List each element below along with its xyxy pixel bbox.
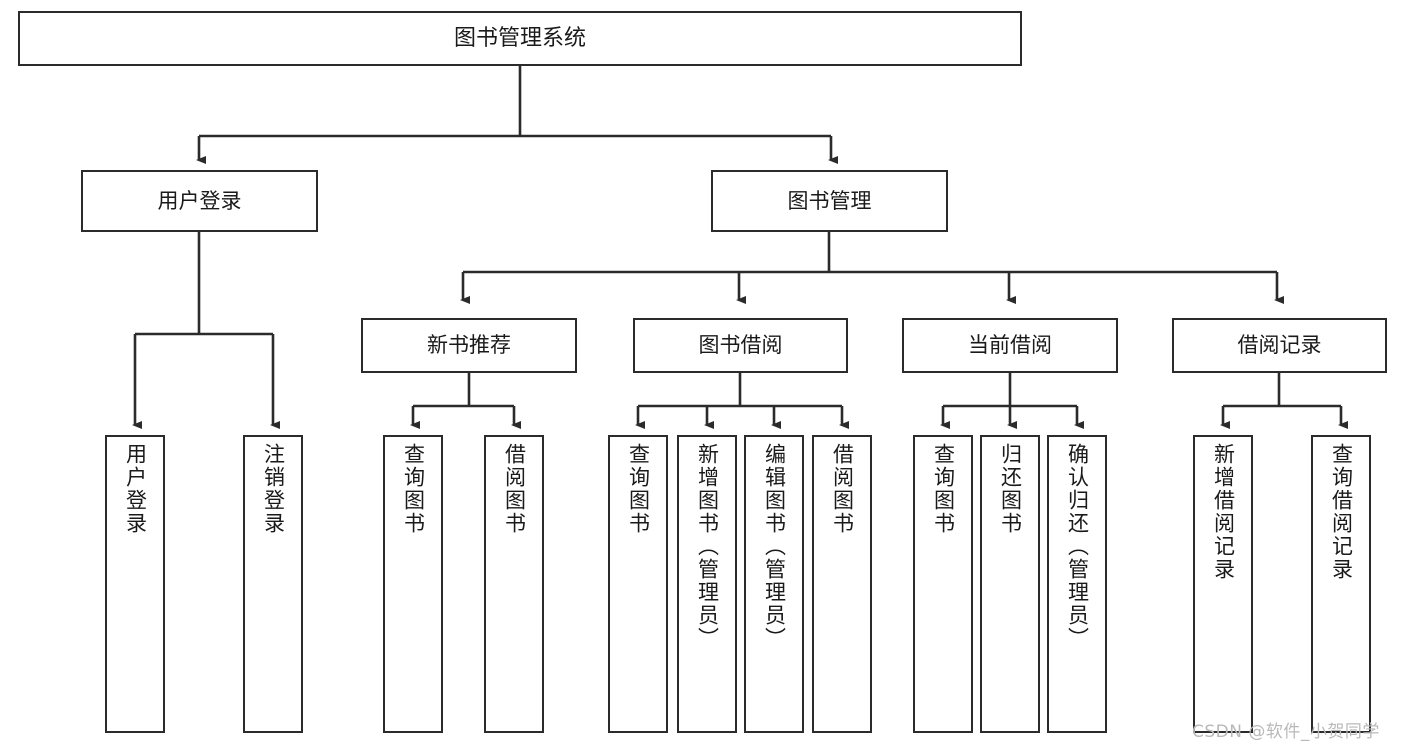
leaf-new-book-borrow[interactable]: 借阅图书: [484, 435, 544, 733]
node-current-borrow[interactable]: 当前借阅: [902, 318, 1118, 373]
node-book-borrow[interactable]: 图书借阅: [633, 318, 848, 373]
node-book-management[interactable]: 图书管理: [711, 170, 948, 232]
node-label: 查询图书: [931, 443, 956, 535]
node-label: 用户登录: [123, 443, 148, 535]
node-label: 归还图书: [998, 443, 1023, 535]
leaf-current-borrow-confirm-return[interactable]: 确认归还（管理员）: [1047, 435, 1107, 733]
node-label: 当前借阅: [968, 333, 1052, 358]
leaf-book-borrow-query[interactable]: 查询图书: [608, 435, 668, 733]
node-label: 图书管理系统: [453, 25, 586, 51]
leaf-borrow-record-add[interactable]: 新增借阅记录: [1193, 435, 1253, 733]
node-user-login[interactable]: 用户登录: [81, 170, 318, 232]
node-label: 注销登录: [261, 443, 286, 535]
node-borrow-record[interactable]: 借阅记录: [1172, 318, 1387, 373]
leaf-book-borrow-edit[interactable]: 编辑图书（管理员）: [744, 435, 804, 733]
node-label: 图书管理: [787, 188, 872, 213]
leaf-user-login-login[interactable]: 用户登录: [105, 435, 165, 733]
node-label: 编辑图书（管理员）: [762, 443, 787, 650]
node-label: 新增图书（管理员）: [695, 443, 720, 650]
leaf-current-borrow-return[interactable]: 归还图书: [980, 435, 1040, 733]
leaf-new-book-query[interactable]: 查询图书: [383, 435, 443, 733]
node-new-book-recommend[interactable]: 新书推荐: [361, 318, 577, 373]
leaf-book-borrow-add[interactable]: 新增图书（管理员）: [677, 435, 737, 733]
node-label: 借阅图书: [830, 443, 855, 535]
leaf-current-borrow-query[interactable]: 查询图书: [913, 435, 973, 733]
leaf-book-borrow-borrow[interactable]: 借阅图书: [812, 435, 872, 733]
leaf-user-login-logout[interactable]: 注销登录: [243, 435, 303, 733]
node-label: 图书借阅: [698, 333, 783, 358]
node-label: 查询图书: [626, 443, 651, 535]
csdn-watermark: CSDN @软件_小贺同学: [1192, 722, 1380, 742]
node-root-system[interactable]: 图书管理系统: [18, 11, 1022, 66]
node-label: 确认归还（管理员）: [1065, 443, 1090, 650]
node-label: 新增借阅记录: [1211, 443, 1236, 581]
node-label: 用户登录: [157, 188, 242, 213]
node-label: 新书推荐: [427, 333, 511, 358]
node-label: 查询借阅记录: [1329, 443, 1354, 581]
node-label: 查询图书: [401, 443, 426, 535]
node-label: 借阅记录: [1237, 333, 1322, 358]
node-label: 借阅图书: [502, 443, 527, 535]
leaf-borrow-record-query[interactable]: 查询借阅记录: [1311, 435, 1371, 733]
